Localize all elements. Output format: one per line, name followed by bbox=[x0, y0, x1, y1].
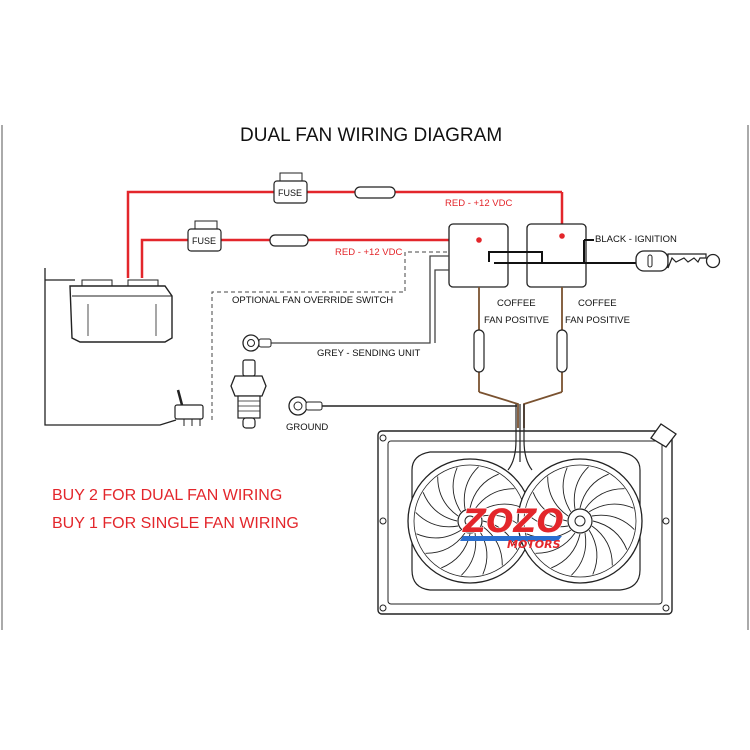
fan-blade bbox=[532, 492, 568, 522]
grey-ring-terminal bbox=[242, 334, 272, 352]
brand-name: ZOZO bbox=[462, 502, 564, 540]
fan-blade bbox=[562, 467, 572, 513]
fan-connector-left bbox=[473, 329, 485, 373]
fan-blade bbox=[416, 529, 462, 539]
fan-blade bbox=[422, 492, 458, 522]
battery-ground-wire bbox=[44, 268, 177, 426]
battery-icon bbox=[69, 279, 173, 343]
coffee-right-label-1: COFFEE bbox=[578, 298, 617, 309]
black-wires bbox=[488, 239, 636, 264]
inline-fuse-upper bbox=[354, 186, 396, 199]
override-dashed-wire bbox=[211, 251, 449, 420]
fuse-upper-label: FUSE bbox=[278, 188, 302, 198]
relay-left bbox=[448, 223, 509, 288]
fuse-upper: FUSE bbox=[273, 172, 308, 204]
fan-lead-wires bbox=[507, 404, 533, 471]
grey-sending-wire bbox=[267, 255, 449, 344]
red-wire-label-lower: RED - +12 VDC bbox=[335, 247, 402, 258]
fan-blade bbox=[452, 467, 462, 513]
fan-blade bbox=[573, 466, 589, 510]
fan-blade bbox=[551, 533, 581, 569]
fan-right-icon bbox=[517, 458, 643, 584]
fan-blade bbox=[437, 476, 459, 517]
fan-blade bbox=[482, 520, 518, 550]
fan-blade bbox=[415, 512, 459, 528]
fan-blade bbox=[425, 532, 466, 554]
fuse-lower: FUSE bbox=[187, 220, 222, 252]
fan-blade bbox=[535, 532, 576, 554]
fan-left-icon bbox=[407, 458, 533, 584]
coffee-left-label-2: FAN POSITIVE bbox=[484, 315, 549, 326]
fan-blade bbox=[525, 512, 569, 528]
red-wire-label-upper: RED - +12 VDC bbox=[445, 198, 512, 209]
grey-sending-label: GREY - SENDING UNIT bbox=[317, 348, 420, 359]
fan-blade bbox=[463, 466, 479, 510]
sending-unit-icon bbox=[230, 359, 267, 429]
ground-ring-terminal bbox=[288, 396, 323, 416]
promo-line-1: BUY 2 FOR DUAL FAN WIRING bbox=[52, 487, 282, 504]
fan-blade bbox=[571, 532, 587, 576]
fan-blade bbox=[547, 476, 569, 517]
fan-blade bbox=[579, 473, 609, 509]
brand-sub: MOTORS bbox=[507, 538, 561, 551]
fan-blade bbox=[592, 520, 628, 550]
relay-right bbox=[526, 223, 587, 288]
key-icon bbox=[635, 250, 721, 272]
coffee-left-label-1: COFFEE bbox=[497, 298, 536, 309]
red-wires bbox=[126, 190, 564, 278]
fan-blade bbox=[591, 514, 635, 530]
fan-connector-right bbox=[556, 329, 568, 373]
promo-line-2: BUY 1 FOR SINGLE FAN WIRING bbox=[52, 515, 299, 532]
fan-blade bbox=[469, 473, 499, 509]
fan-blade bbox=[588, 503, 634, 513]
fan-blade bbox=[584, 488, 625, 510]
fan-blade bbox=[474, 488, 515, 510]
brand-logo: ZOZO MOTORS bbox=[460, 501, 564, 551]
grey-sending-wire-2 bbox=[434, 269, 449, 343]
black-ignition-label: BLACK - IGNITION bbox=[595, 234, 677, 245]
fan-blade bbox=[478, 529, 488, 575]
fan-blade bbox=[588, 529, 598, 575]
fan-blade bbox=[591, 525, 613, 566]
toggle-switch-icon bbox=[174, 389, 204, 426]
fan-blade bbox=[481, 525, 503, 566]
diagram-title: DUAL FAN WIRING DIAGRAM bbox=[240, 125, 502, 146]
override-switch-label: OPTIONAL FAN OVERRIDE SWITCH bbox=[232, 295, 393, 306]
ground-label: GROUND bbox=[286, 422, 328, 433]
fuse-lower-label: FUSE bbox=[192, 236, 216, 246]
coffee-right-label-2: FAN POSITIVE bbox=[565, 315, 630, 326]
inline-fuse-lower bbox=[269, 234, 309, 247]
